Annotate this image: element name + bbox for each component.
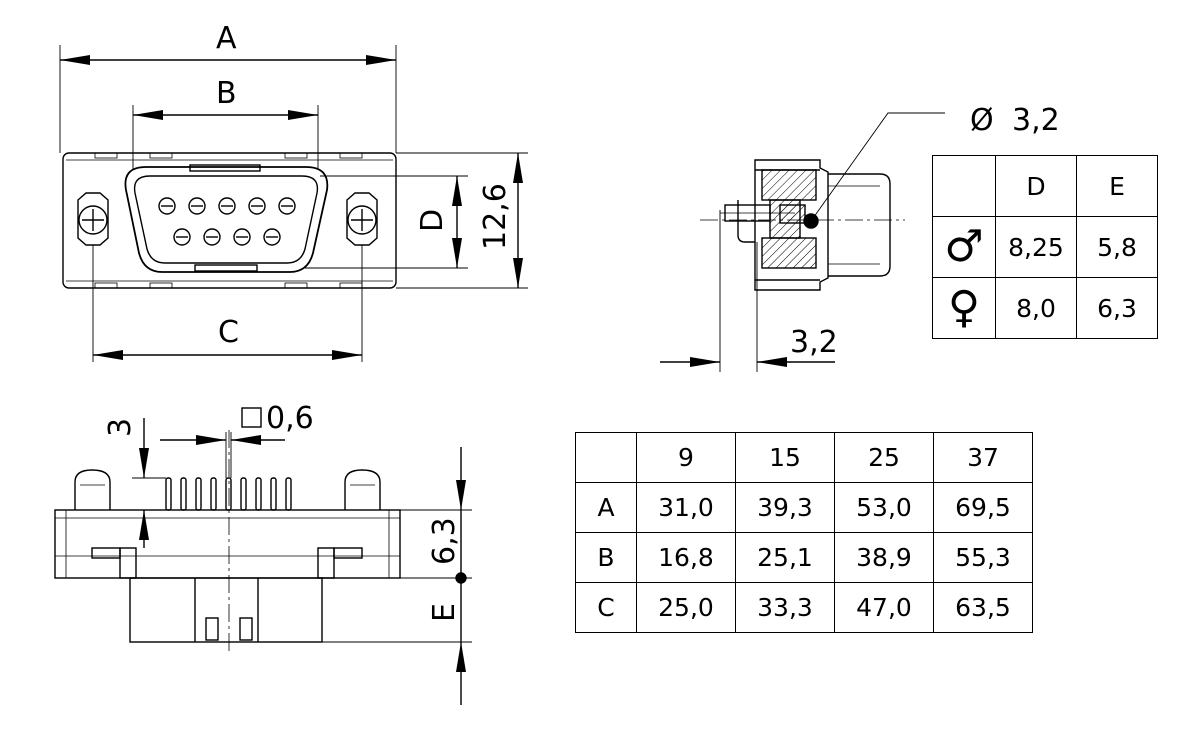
mounting-hole-right	[346, 192, 378, 246]
table-cell: 55,3	[933, 532, 1033, 583]
table-row: A 31,0 39,3 53,0 69,5	[575, 482, 1033, 533]
side-body	[54, 509, 401, 579]
table-cell: 8,25	[995, 216, 1077, 278]
side-d-shell	[129, 577, 323, 643]
table-cell: 8,0	[995, 277, 1077, 339]
table-header-cell: 37	[933, 432, 1033, 483]
dim-label-b: B	[216, 76, 237, 111]
table-cell: 5,8	[1076, 216, 1158, 278]
table-cell: 38,9	[834, 532, 934, 583]
table-cell: 63,5	[933, 582, 1033, 633]
table-cell: 16,8	[636, 532, 736, 583]
table-row: ♀ 8,0 6,3	[932, 277, 1158, 339]
dim-label-height: 12,6	[478, 183, 513, 250]
pin-row-bottom	[173, 228, 281, 246]
pin-row-top	[158, 197, 296, 215]
dim-label-e: E	[427, 603, 462, 622]
square-symbol	[241, 407, 262, 428]
table-cell: 53,0	[834, 482, 934, 533]
side-view	[54, 407, 472, 705]
table-row: ♂ 8,25 5,8	[932, 216, 1158, 278]
section-hatched-body	[761, 169, 817, 201]
diameter-symbol: Ø	[970, 103, 994, 138]
table-row: B 16,8 25,1 38,9 55,3	[575, 532, 1033, 583]
female-symbol-icon: ♀	[932, 277, 996, 339]
table-row: C 25,0 33,3 47,0 63,5	[575, 582, 1033, 633]
dim-label-board-offset: 6,3	[427, 517, 462, 565]
front-flange	[62, 152, 397, 289]
table-row-label: B	[575, 532, 637, 583]
dim-label-a: A	[216, 21, 237, 56]
table-row: D E	[932, 155, 1158, 217]
table-cell: 31,0	[636, 482, 736, 533]
table-row-label: C	[575, 582, 637, 633]
table-header-cell: D	[995, 155, 1077, 217]
dim-label-d: D	[415, 209, 450, 232]
size-dimension-table: 9 15 25 37 A 31,0 39,3 53,0 69,5 B 16,8 …	[575, 432, 1033, 633]
d-shell-inner	[133, 175, 319, 264]
mounting-hole-left	[77, 192, 109, 246]
table-cell: 6,3	[1076, 277, 1158, 339]
dim-label-pin-length: 3	[103, 418, 138, 437]
d-shell-outer	[124, 166, 329, 273]
table-cell	[932, 155, 996, 217]
table-header-cell: E	[1076, 155, 1158, 217]
side-pins	[165, 477, 292, 511]
dim-label-c: C	[218, 315, 239, 350]
dim-label-flange-offset: 3,2	[790, 325, 838, 360]
table-cell: 25,1	[735, 532, 835, 583]
hole-leader-line	[810, 112, 945, 222]
table-cell: 25,0	[636, 582, 736, 633]
table-header-cell: 25	[834, 432, 934, 483]
table-header-cell: 9	[636, 432, 736, 483]
table-cell: 69,5	[933, 482, 1033, 533]
table-cell: 39,3	[735, 482, 835, 533]
table-header-cell: 15	[735, 432, 835, 483]
dim-label-pin-square: 0,6	[266, 401, 314, 436]
table-row: 9 15 25 37	[575, 432, 1033, 483]
table-row-label: A	[575, 482, 637, 533]
dim-line-pin-square	[160, 432, 285, 478]
side-section-view	[660, 112, 945, 372]
male-symbol-icon: ♂	[932, 216, 996, 278]
gender-dimension-table: D E ♂ 8,25 5,8 ♀ 8,0 6,3	[932, 155, 1158, 339]
table-cell: 47,0	[834, 582, 934, 633]
front-view	[59, 45, 528, 362]
table-cell	[575, 432, 637, 483]
table-cell: 33,3	[735, 582, 835, 633]
dim-label-hole-diameter: 3,2	[1012, 103, 1060, 138]
